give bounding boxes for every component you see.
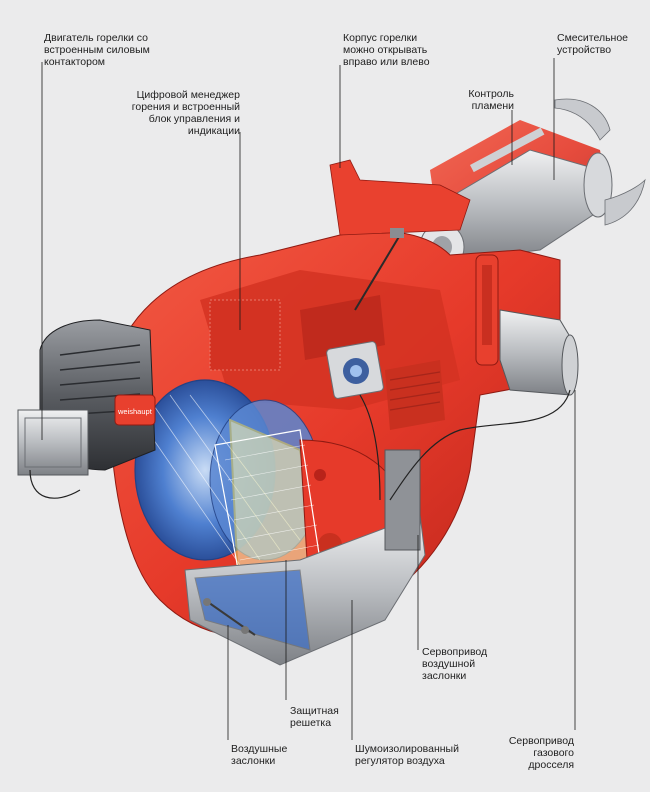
wiring (29, 389, 571, 501)
label-protective-grille: Защитная решетка (290, 705, 339, 729)
label-combustion-manager: Цифровой менеджер горения и встроенный б… (131, 89, 240, 137)
brand-logo: weishaupt (117, 407, 153, 416)
label-motor: Двигатель горелки со встроенным силовым … (44, 32, 150, 68)
label-air-damper-servo: Сервопривод воздушной заслонки (422, 646, 488, 682)
gas-servo (499, 309, 579, 396)
label-mixing-device: Смесительное устройство (557, 32, 629, 56)
label-air-dampers: Воздушные заслонки (231, 743, 288, 767)
mixing-device (419, 98, 646, 272)
protective-grille (214, 429, 321, 581)
label-flame-control: Контроль пламени (468, 88, 514, 112)
air-damper-box (184, 449, 426, 666)
label-gas-servo: Сервопривод газового дросселя (508, 735, 574, 771)
burner-motor: weishaupt (17, 319, 156, 476)
combustion-manager (209, 299, 384, 399)
label-air-regulator: Шумоизолированный регулятор воздуха (355, 743, 459, 767)
flame-control (354, 228, 404, 311)
leader-lines (41, 58, 576, 740)
label-housing-open: Корпус горелки можно открывать вправо ил… (343, 32, 430, 68)
